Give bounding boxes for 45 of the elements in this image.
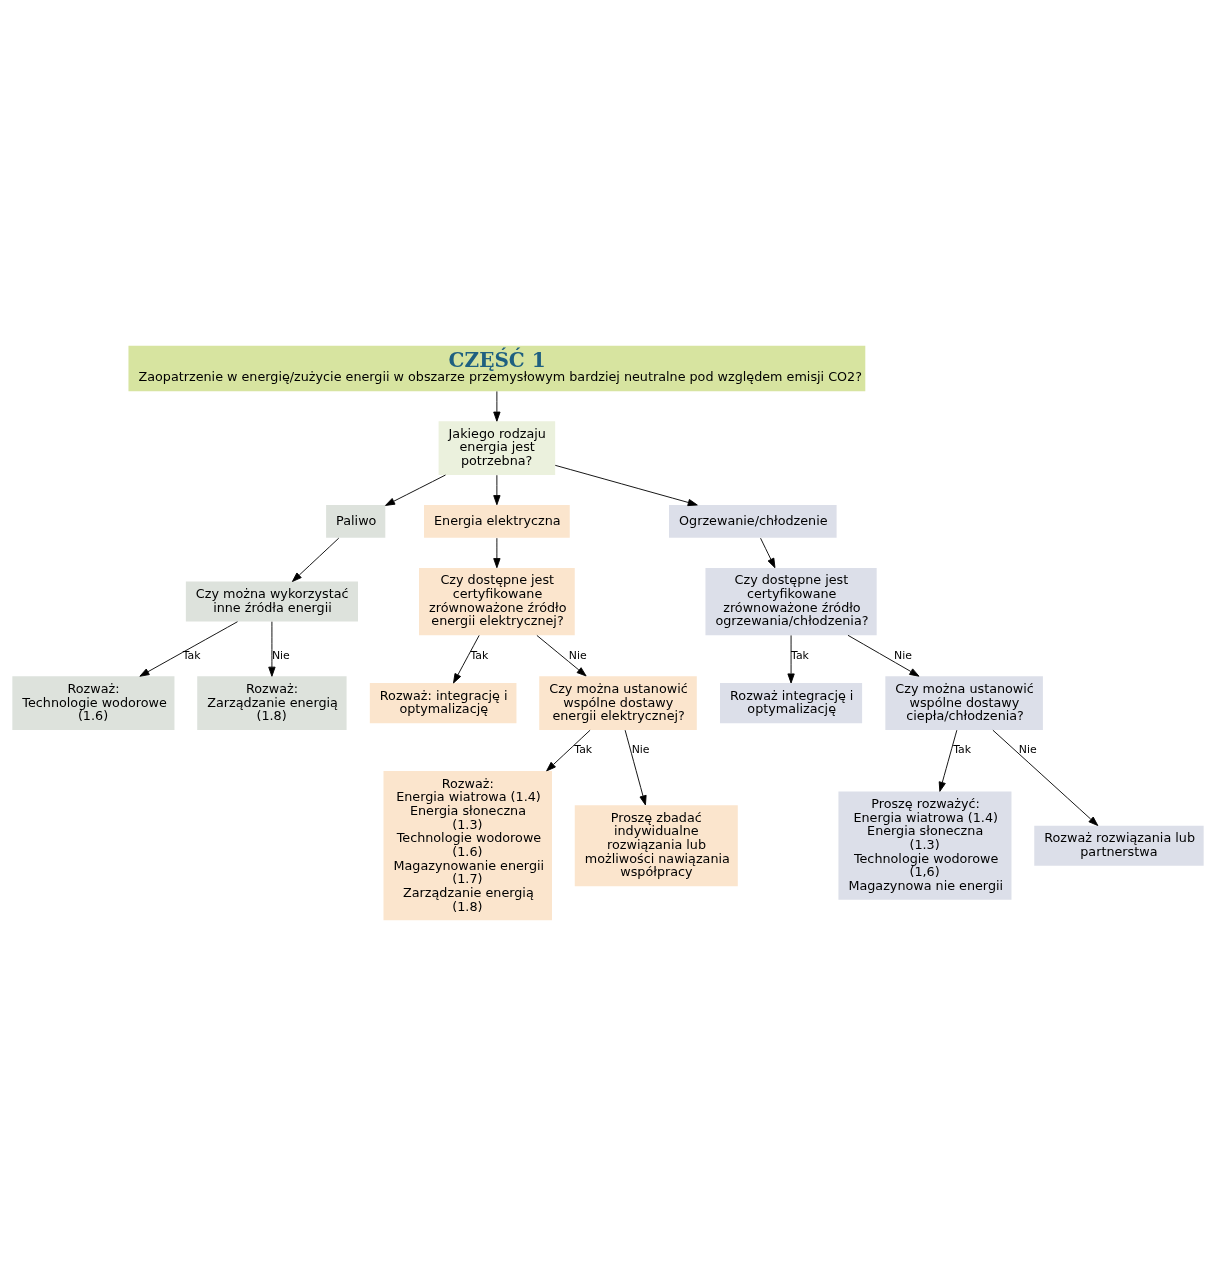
node-box: Rozważ rozwiązania lub partnerstwa <box>1034 825 1204 866</box>
edge-label: Tak <box>470 648 489 662</box>
node-box: Paliwo <box>326 505 386 538</box>
node-box: Proszę rozważyć: Energia wiatrowa (1.4) Energia słoneczna (1.3) Technologie wodorowe (1,6) Magazynowa nie energii <box>838 791 1012 900</box>
arrow <box>493 474 501 506</box>
arrow <box>546 729 591 772</box>
edge-label: Nie <box>893 648 912 662</box>
edge-label: Tak <box>791 648 809 662</box>
arrow <box>760 537 776 569</box>
node-box: CZĘŚĆ 1 Zaopatrzenie w energię/zużycie energii w obszarze przemysłowym bardziej neutralne pod względem emisji CO2? <box>128 345 866 392</box>
arrow <box>493 390 501 422</box>
edge-label: Tak <box>953 743 972 757</box>
edge-label: Nie <box>631 743 650 757</box>
arrow <box>847 634 920 677</box>
node-box: Ogrzewanie/chłodzenie <box>669 505 837 538</box>
arrow <box>787 634 795 684</box>
edge-label: Tak <box>574 743 593 757</box>
node-box: Rozważ: Zarządzanie energią (1.8) <box>197 676 347 730</box>
arrow <box>385 474 446 506</box>
node-box: Czy dostępne jest certyfikowane zrównoważone źródło energii elektrycznej? <box>419 567 575 636</box>
node-box: Rozważ: Energia wiatrowa (1.4) Energia słoneczna (1.3) Technologie wodorowe (1.6) Magazynowanie energii (1.7) Zarządzanie energią (1.8) <box>383 771 552 921</box>
node-box: Czy można ustanowić wspólne dostawy energii elektrycznej? <box>539 676 697 730</box>
node-box: Czy można wykorzystać inne źródła energii <box>185 581 358 622</box>
node-box: Rozważ integrację i optymalizację <box>720 683 863 724</box>
arrow <box>992 729 1099 826</box>
arrow <box>536 634 587 677</box>
arrow <box>624 729 647 806</box>
node-box: Czy dostępne jest certyfikowane zrównoważone źródło ogrzewania/chłodzenia? <box>705 567 877 636</box>
node-box: Rozważ: Technologie wodorowe (1.6) <box>12 676 175 730</box>
arrow <box>453 634 480 684</box>
node-box: Proszę zbadać indywidualne rozwiązania lub możliwości nawiązania współpracy <box>574 805 738 887</box>
edge-label: Nie <box>568 648 587 662</box>
node-box: Rozważ: integrację i optymalizację <box>369 683 517 724</box>
edge-label: Tak <box>182 648 201 662</box>
node-box: Energia elektryczna <box>424 505 570 538</box>
arrow <box>268 621 276 677</box>
edge-label: Nie <box>271 648 290 662</box>
arrow <box>291 537 340 582</box>
arrow <box>938 729 958 792</box>
arrow <box>139 621 238 677</box>
node-box: Czy można ustanowić wspólne dostawy ciepła/chłodzenia? <box>885 676 1043 730</box>
arrow <box>554 464 698 507</box>
arrow <box>493 537 501 569</box>
node-box: Jakiego rodzaju energia jest potrzebna? <box>438 421 556 475</box>
edge-label: Nie <box>1018 743 1037 757</box>
